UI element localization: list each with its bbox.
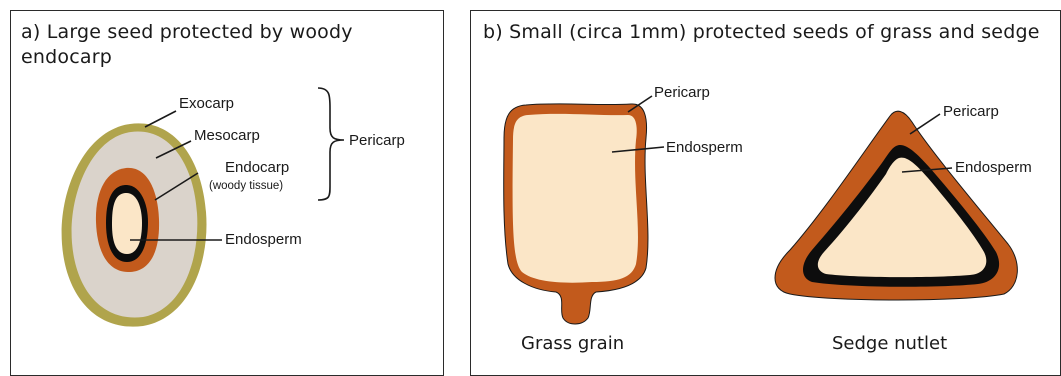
large-seed — [62, 123, 207, 326]
sedge-nutlet-caption: Sedge nutlet — [832, 333, 947, 354]
exocarp-label: Exocarp — [179, 95, 234, 112]
grass-grain — [504, 104, 648, 324]
grass-endosperm-label: Endosperm — [666, 139, 743, 156]
sedge-endosperm-label: Endosperm — [955, 159, 1032, 176]
endocarp-label: Endocarp — [225, 159, 289, 176]
endosperm-core — [112, 193, 142, 254]
sedge-pericarp-label: Pericarp — [943, 103, 999, 120]
grass-pericarp-label: Pericarp — [654, 84, 710, 101]
pericarp-brace — [318, 88, 344, 200]
grass-endosperm — [513, 114, 638, 283]
diagram-canvas: Exocarp Mesocarp Endocarp (woody tissue)… — [0, 0, 1061, 366]
pericarp-label-a: Pericarp — [349, 132, 405, 149]
sedge-nutlet — [775, 111, 1017, 300]
endosperm-label-a: Endosperm — [225, 231, 302, 248]
sedge-pericarp-leader — [910, 114, 940, 134]
endocarp-note-label: (woody tissue) — [209, 180, 283, 192]
grass-grain-caption: Grass grain — [521, 333, 624, 354]
exocarp-leader — [145, 111, 176, 127]
mesocarp-label: Mesocarp — [194, 127, 260, 144]
